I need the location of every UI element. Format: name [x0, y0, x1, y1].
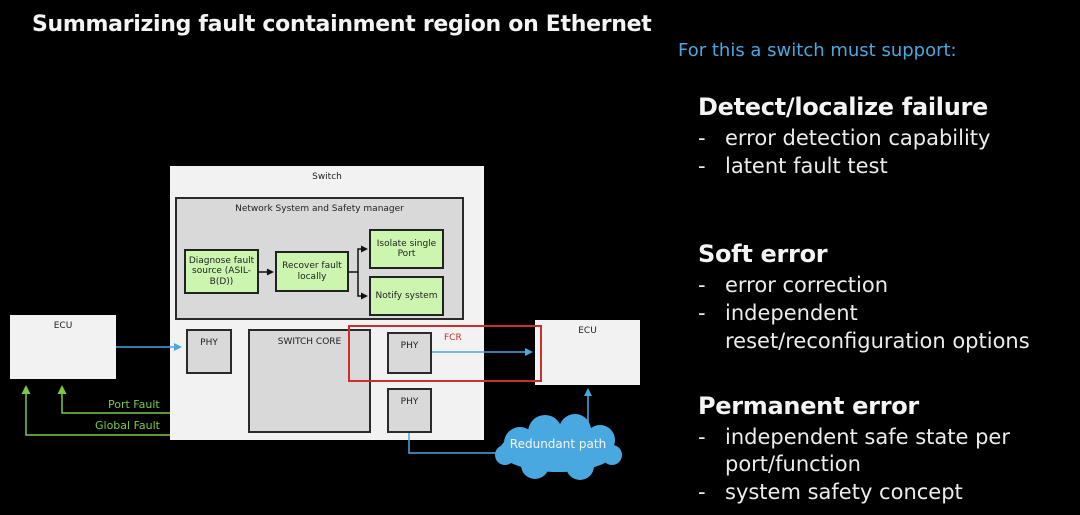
arrow-recover-to-notify	[357, 272, 368, 300]
requirement-heading-detect: Detect/localize failure	[698, 93, 988, 121]
step-isolate-single-port: Isolate single Port	[369, 229, 444, 269]
safety-manager-label: Network System and Safety manager	[235, 204, 404, 214]
right-ecu-box: ECU	[535, 320, 640, 385]
phy-label: PHY	[400, 341, 419, 351]
step-diagnose-fault-source: Diagnose fault source (ASIL-B(D))	[184, 249, 259, 294]
redundant-path-label: Redundant path	[509, 437, 607, 451]
requirement-bullet: -latent fault test	[698, 154, 888, 178]
step-recover-fault-locally: Recover fault locally	[275, 251, 349, 292]
global-fault-line	[21, 385, 170, 436]
phy-ingress-box: PHY	[186, 329, 232, 374]
switch-label: Switch	[312, 172, 342, 182]
left-ecu-label: ECU	[53, 321, 73, 331]
requirement-heading-permanent-error: Permanent error	[698, 392, 919, 420]
slide-subtitle: For this a switch must support:	[678, 40, 957, 61]
requirement-heading-soft-error: Soft error	[698, 240, 828, 268]
arrow-recover-to-isolate	[349, 245, 368, 273]
port-fault-label: Port Fault	[108, 398, 160, 411]
requirement-bullet: -error correction	[698, 273, 889, 297]
left-ecu-box: ECU	[10, 315, 116, 379]
link-phy-to-redundant-path	[408, 433, 500, 454]
slide-title: Summarizing fault containment region on …	[32, 12, 652, 37]
phy-egress-box: PHY	[387, 332, 432, 374]
requirement-bullet: -independent	[698, 301, 858, 325]
requirement-bullet: -system safety concept	[698, 480, 963, 504]
right-ecu-label: ECU	[578, 326, 597, 336]
requirement-bullet: -error detection capability	[698, 126, 991, 150]
phy-label: PHY	[200, 338, 218, 348]
step-notify-system: Notify system	[369, 276, 444, 316]
global-fault-label: Global Fault	[95, 419, 160, 432]
requirement-bullet: -independent safe state per	[698, 425, 1010, 449]
redundant-path-cloud	[495, 414, 622, 480]
switch-core-label: SWITCH CORE	[277, 337, 342, 347]
requirement-bullet-continuation: port/function	[725, 452, 861, 476]
requirement-bullet-continuation: reset/reconfiguration options	[725, 329, 1030, 353]
fault-containment-region	[348, 325, 542, 382]
port-fault-line	[57, 385, 170, 414]
phy-label: PHY	[400, 397, 419, 407]
phy-redundant-box: PHY	[387, 388, 432, 433]
fcr-label: FCR	[444, 333, 462, 343]
